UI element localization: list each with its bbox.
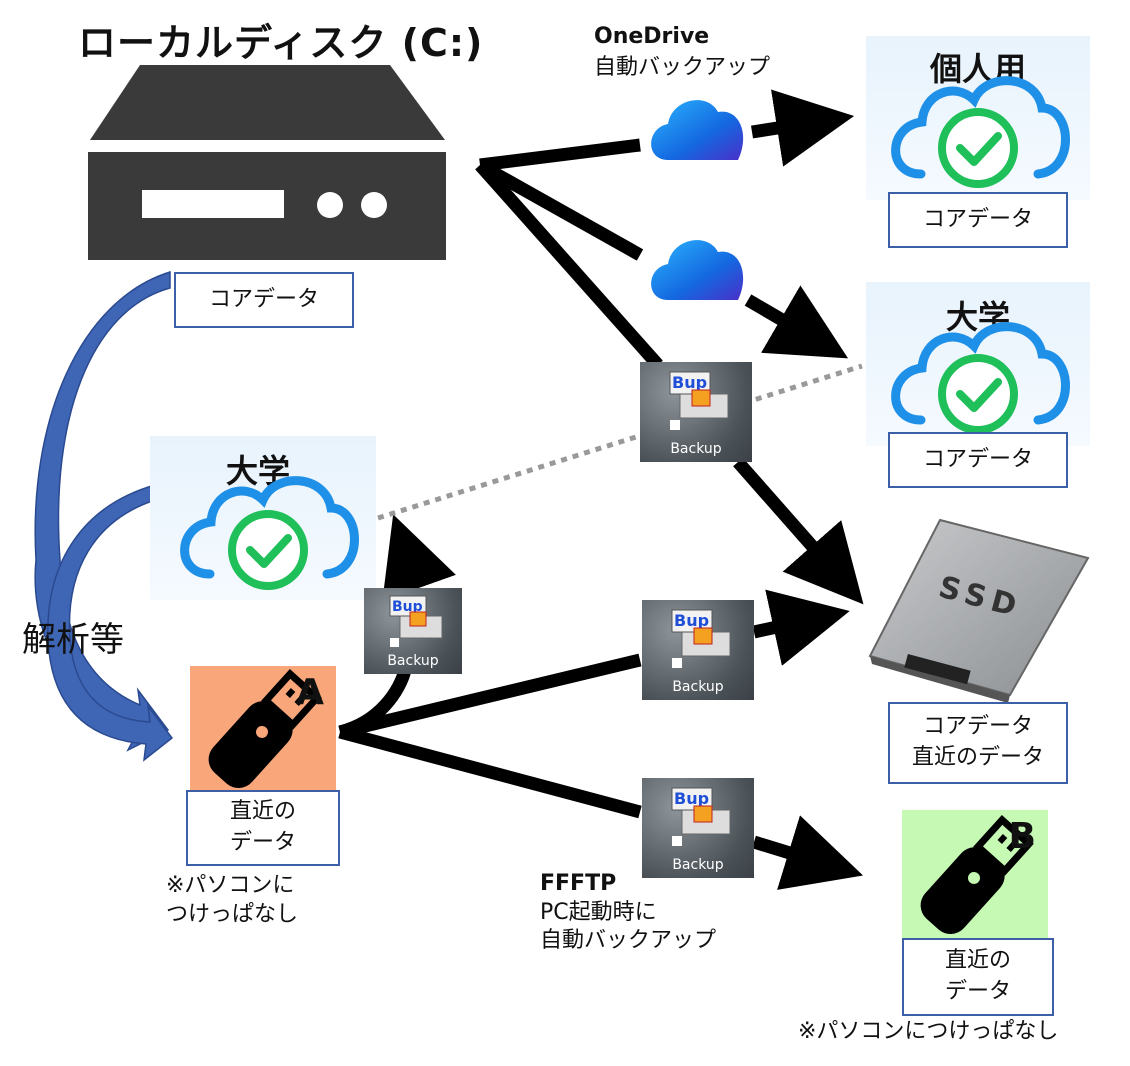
- usb-drive-icon: [920, 814, 1034, 935]
- onedrive-icon-1: [651, 100, 744, 160]
- server-icon: [88, 65, 446, 260]
- backup-icon-4-label: Backup: [672, 857, 724, 873]
- svg-text:Bup: Bup: [674, 611, 709, 630]
- svg-text:Bup: Bup: [672, 373, 707, 392]
- backup-arrows: [338, 89, 864, 890]
- cloud-univ-left-panel: 大学: [150, 436, 376, 600]
- usb-a-panel: A: [190, 666, 336, 792]
- backup-icon-1: Bup Backup: [640, 362, 752, 462]
- analysis-arrows: [34, 270, 174, 762]
- local-core-data-box: コアデータ: [174, 272, 354, 328]
- ssd-box-line1: コアデータ: [922, 714, 1033, 740]
- cloud-personal-box-label: コアデータ: [922, 206, 1033, 232]
- analysis-label: 解析等: [22, 620, 124, 660]
- usb-a-note-line1: ※パソコンに: [166, 873, 295, 898]
- ssd-box-line2: 直近のデータ: [911, 745, 1044, 770]
- cloud-univ-right-box-label: コアデータ: [922, 446, 1033, 472]
- backup-icon-4: Bup Backup: [642, 778, 754, 878]
- ssd-icon: [868, 518, 1090, 703]
- usb-drive-icon: [208, 668, 322, 789]
- cloud-check-icon: [891, 76, 1070, 188]
- usb-b-panel: B: [902, 810, 1048, 940]
- backup-glyph-icon: Bup: [669, 371, 729, 430]
- ssd-box: コアデータ 直近のデータ: [888, 702, 1068, 784]
- backup-icon-1-label: Backup: [670, 441, 722, 457]
- cloud-univ-right-panel: 大学: [866, 282, 1090, 446]
- backup-icon-3: Bup Backup: [642, 600, 754, 700]
- usb-a-box: 直近の データ: [186, 790, 340, 866]
- onedrive-desc: 自動バックアップ: [594, 55, 771, 80]
- ffftp-desc-line2: 自動バックアップ: [540, 928, 717, 954]
- cloud-univ-right-box: コアデータ: [888, 432, 1068, 488]
- page-title: ローカルディスク (C:): [78, 21, 484, 65]
- usb-b-box-line1: 直近の: [944, 948, 1011, 974]
- svg-text:Bup: Bup: [674, 789, 709, 808]
- local-core-data-label: コアデータ: [208, 286, 319, 312]
- usb-a-box-line2: データ: [229, 830, 296, 855]
- svg-text:Bup: Bup: [392, 599, 423, 615]
- backup-glyph-icon: Bup: [671, 787, 731, 846]
- usb-a-letter: A: [296, 672, 324, 713]
- usb-a-note-line2: つけっぱなし: [166, 901, 299, 927]
- cloud-check-icon: [891, 322, 1070, 434]
- cloud-personal-panel: 個人用: [866, 36, 1090, 200]
- usb-a-note: ※パソコンに つけっぱなし: [166, 872, 298, 929]
- backup-icon-2-label: Backup: [387, 653, 439, 669]
- backup-icon-3-label: Backup: [672, 679, 724, 695]
- dotted-link: [377, 363, 863, 521]
- onedrive-name: OneDrive: [594, 24, 710, 49]
- usb-b-note: ※パソコンにつけっぱなし: [798, 1019, 1059, 1044]
- cloud-personal-box: コアデータ: [888, 192, 1068, 248]
- backup-glyph-icon: Bup: [389, 595, 443, 647]
- backup-icon-2: Bup Backup: [364, 588, 462, 674]
- ffftp-name: FFFTP: [540, 871, 617, 896]
- usb-b-box: 直近の データ: [902, 938, 1054, 1016]
- ffftp-desc-line1: PC起動時に: [540, 899, 657, 925]
- onedrive-icon-2: [651, 240, 744, 300]
- ffftp-label: FFFTP PC起動時に 自動バックアップ: [540, 870, 716, 956]
- usb-b-letter: B: [1008, 816, 1036, 857]
- backup-glyph-icon: Bup: [671, 609, 731, 668]
- onedrive-label: OneDrive 自動バックアップ: [594, 24, 770, 81]
- usb-b-box-line2: データ: [944, 979, 1011, 1004]
- cloud-check-icon: [180, 476, 359, 590]
- usb-a-box-line1: 直近の: [229, 799, 296, 825]
